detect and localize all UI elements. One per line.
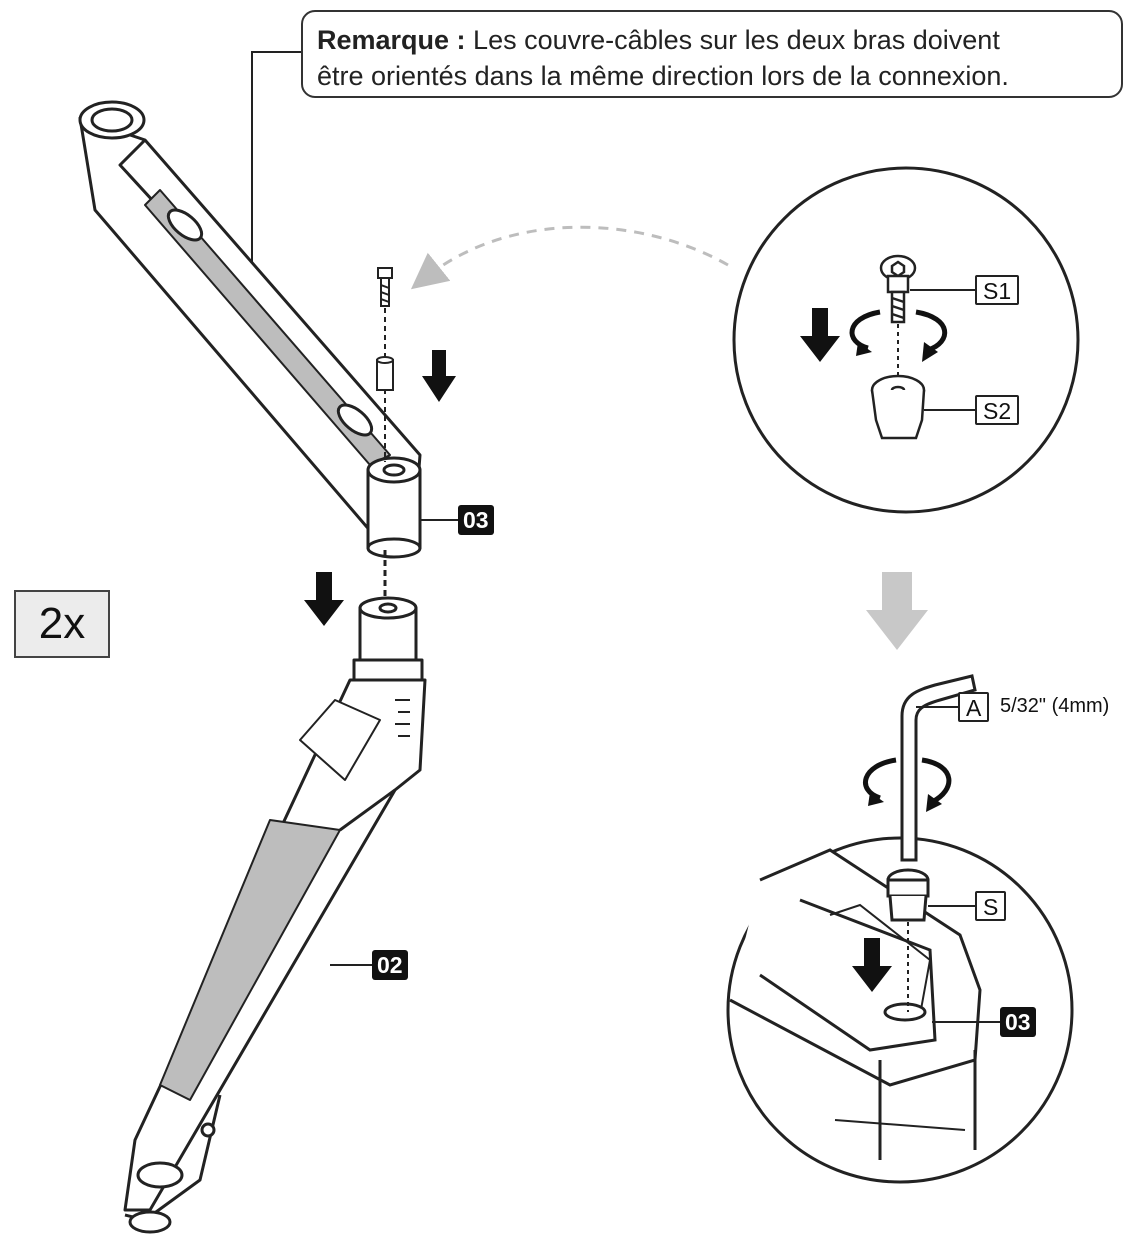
down-arrow-icon <box>422 350 456 402</box>
rotate-right-icon <box>921 757 952 805</box>
down-arrow-icon <box>304 572 344 626</box>
rotate-right-icon <box>915 309 948 353</box>
part-03-detail-label: 03 <box>1000 1007 1036 1037</box>
a-label: A <box>958 692 990 722</box>
quantity-multiplier: 2x <box>14 590 110 658</box>
spacer-s2-small <box>376 356 394 391</box>
spacer-s2 <box>870 374 926 440</box>
note-text-line1: Les couvre-câbles sur les deux bras doiv… <box>465 25 1000 55</box>
note-text-line2: être orientés dans la même direction lor… <box>317 61 1009 91</box>
note-leader-line <box>251 51 301 285</box>
hex-key-tool <box>900 674 977 862</box>
detail-reference-arrow <box>410 225 729 290</box>
upper-arm <box>78 100 422 559</box>
hex-key-size: 5/32" (4mm) <box>1000 695 1110 717</box>
part-03-label: 03 <box>458 505 494 535</box>
down-arrow-icon <box>852 938 892 992</box>
part-02-label: 02 <box>372 950 408 980</box>
detail-circle-fasteners <box>732 166 1080 514</box>
lower-arm <box>123 596 427 1234</box>
next-step-arrow-icon <box>866 572 928 650</box>
screw-s1 <box>879 254 917 324</box>
down-arrow-icon <box>800 308 840 362</box>
s-label: S <box>975 891 1007 921</box>
screw-s1-small <box>377 267 393 307</box>
assembly-note: Remarque : Les couvre-câbles sur les deu… <box>301 10 1123 98</box>
screw-s-closeup <box>886 868 930 922</box>
s2-label: S2 <box>975 395 1020 425</box>
s1-label: S1 <box>975 275 1020 305</box>
note-label: Remarque : <box>317 25 466 55</box>
